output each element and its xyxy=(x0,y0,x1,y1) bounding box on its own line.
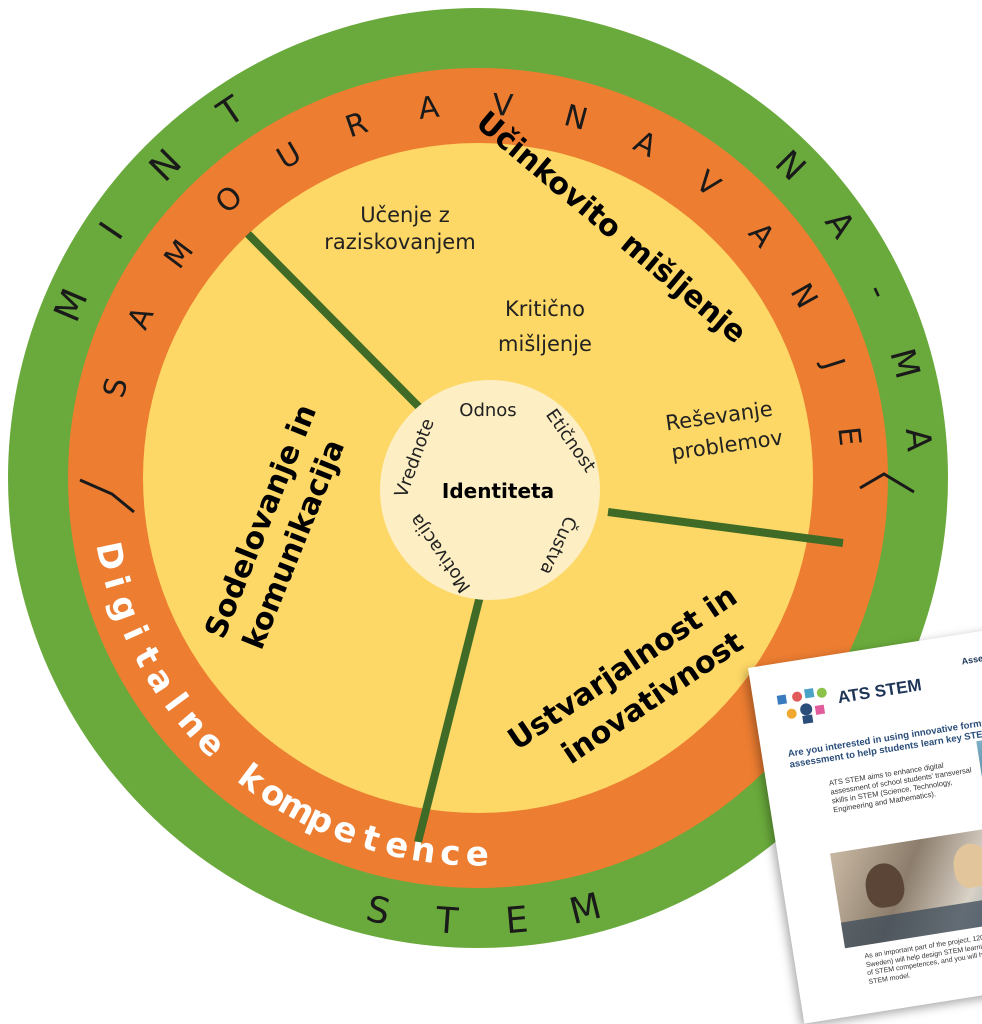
ats-stem-logo-icon xyxy=(776,687,827,725)
outer-bottom-label-letter: T xyxy=(434,900,461,943)
orange-top-label-letter: V xyxy=(491,88,514,124)
flyer-body: ATS STEM aims to enhance digital assessm… xyxy=(828,760,973,815)
divider-top xyxy=(245,231,425,413)
ats-stem-flyer: ATS STEM Assess Transv Are you intereste… xyxy=(748,621,982,1024)
outer-right-label-letter: A xyxy=(897,426,939,453)
center-word-odnos: Odnos xyxy=(459,400,516,421)
flyer-photo-classroom xyxy=(830,814,982,949)
center-title: Identiteta xyxy=(442,479,554,503)
item-kriticno-line1: Kritično xyxy=(505,297,585,321)
outer-bottom-label-letter: E xyxy=(504,899,530,942)
orange-top-label-letter: E xyxy=(830,425,867,448)
orange-bottom-label-letter: c xyxy=(439,833,462,874)
divider-right xyxy=(607,508,844,547)
item-ucenje-line1: Učenje z xyxy=(360,203,450,227)
item-kriticno-line2: mišljenje xyxy=(498,332,592,356)
item-ucenje-line2: raziskovanjem xyxy=(324,230,475,254)
right-chevron xyxy=(859,472,915,494)
orange-bottom-label-letter: n xyxy=(409,829,439,872)
divider-bottom xyxy=(414,595,484,843)
left-chevron xyxy=(79,478,135,514)
flyer-right-heading: Assess Transv xyxy=(960,647,982,667)
center-circle xyxy=(380,380,600,600)
flyer-title: ATS STEM xyxy=(836,675,923,708)
orange-bottom-label-letter: e xyxy=(466,834,489,874)
